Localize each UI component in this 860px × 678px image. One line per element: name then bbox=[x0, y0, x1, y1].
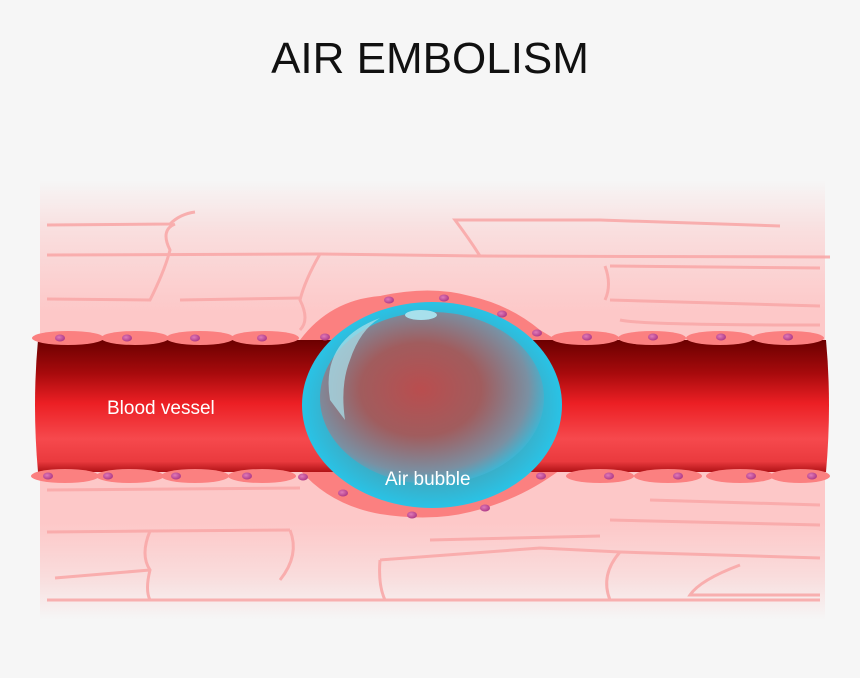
endothelium-bottom bbox=[31, 469, 830, 483]
diagram-title: AIR EMBOLISM bbox=[271, 34, 589, 83]
tissue-cell-lines bbox=[46, 210, 831, 602]
cell-nuclei bbox=[43, 294, 817, 519]
air-bubble-label: Air bubble bbox=[385, 469, 471, 490]
blood-vessel-label: Blood vessel bbox=[107, 398, 215, 419]
air-bubble bbox=[302, 302, 562, 508]
